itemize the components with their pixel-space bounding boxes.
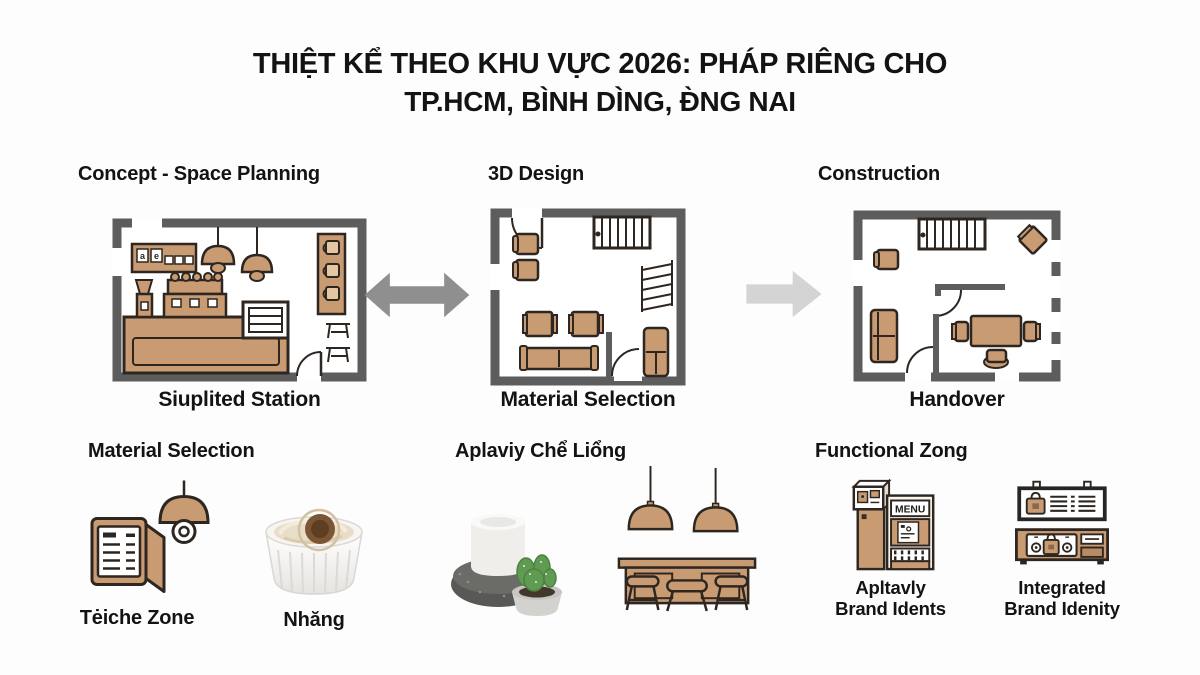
label-integrated-line1: Integrated bbox=[1018, 577, 1106, 598]
title-line-2: TP.HCM, BÌNH DÌNG, Đ̀NG NAI bbox=[404, 85, 796, 117]
section-header-material: Material Selection bbox=[88, 440, 255, 462]
candle-cactus-photo bbox=[446, 492, 568, 620]
step-header-concept: Concept - Space Planning bbox=[78, 163, 320, 185]
bar-counter-stools-icon bbox=[612, 464, 762, 612]
caption-siuplited-station: Siuplited Station bbox=[158, 388, 321, 411]
double-horizontal-arrow-icon bbox=[362, 263, 472, 327]
lounge-floorplan bbox=[490, 208, 686, 386]
caption-handover: Handover bbox=[909, 388, 1005, 411]
label-integrated-brand-idenity: Integrated Brand Idenity bbox=[988, 577, 1136, 620]
label-integrated-line2: Brand Idenity bbox=[1004, 598, 1120, 620]
caption-material-selection: Material Selection bbox=[500, 388, 676, 411]
dining-floorplan bbox=[853, 210, 1061, 382]
page-title: THIỆT KỂ THEO KHU VỰC 2026: PHÁP RIÊNG C… bbox=[0, 46, 1200, 120]
svg-text:a: a bbox=[140, 251, 146, 261]
lounge-floorplan-graphic bbox=[490, 208, 686, 386]
brand-sign-counter-icon bbox=[1012, 477, 1112, 571]
dining-floorplan-graphic bbox=[853, 210, 1061, 382]
cafe-floorplan: a e bbox=[112, 218, 367, 382]
label-apltavly-line1: Apltavly bbox=[855, 577, 926, 598]
section-header-functional: Functional Zong bbox=[815, 440, 968, 462]
right-arrow-icon bbox=[744, 267, 824, 321]
step-header-3d-design: 3D Design bbox=[488, 163, 585, 185]
label-apltavly-line2: Brand Idents bbox=[835, 598, 946, 620]
step-header-construction: Construction bbox=[818, 163, 941, 185]
menu-board-lamp-icon bbox=[84, 474, 214, 600]
title-line-1: THIỆT KỂ THEO KHU VỰC 2026: PHÁP RIÊNG C… bbox=[252, 48, 948, 80]
cafe-floorplan-graphic: a e bbox=[112, 218, 367, 382]
label-teiche-zone: Tėiche Zone bbox=[79, 607, 195, 629]
kiosk-menu-text: MENU bbox=[895, 505, 925, 516]
menu-kiosk-icon: MENU bbox=[846, 475, 941, 573]
label-apltavly-brand-idents: Apltavly Brand Idents bbox=[808, 577, 973, 620]
cream-ramekin-photo bbox=[252, 482, 376, 604]
section-header-aplaviy: Aplaviy Chể Liổng bbox=[455, 440, 627, 462]
label-nhang: Nhăng bbox=[283, 609, 345, 631]
svg-text:e: e bbox=[154, 251, 159, 261]
